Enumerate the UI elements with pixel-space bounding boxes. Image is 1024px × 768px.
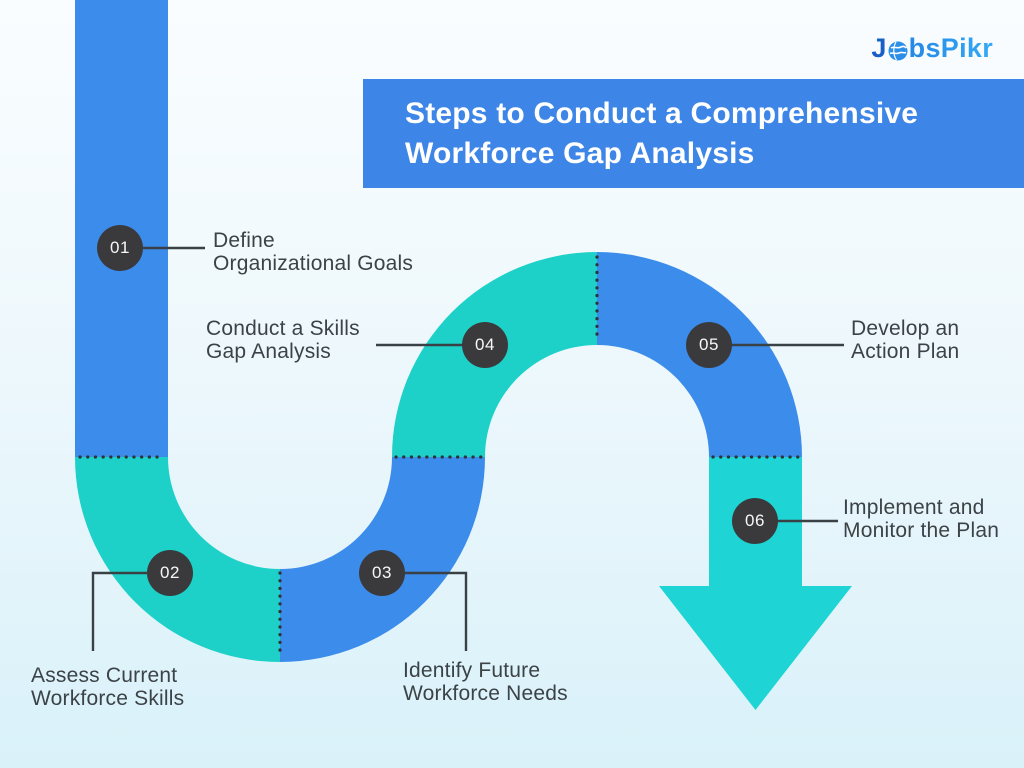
step-number: 06 xyxy=(745,511,765,530)
step-number: 02 xyxy=(160,563,180,582)
page-title-line2: Workforce Gap Analysis xyxy=(405,136,755,170)
step-badge-04: 04 xyxy=(462,322,508,368)
logo-text-prefix: J xyxy=(871,33,887,63)
step-badge-05: 05 xyxy=(686,322,732,368)
title-banner: Steps to Conduct a Comprehensive Workfor… xyxy=(363,79,1024,188)
step-number: 03 xyxy=(372,563,392,582)
step-label-line: Conduct a Skills xyxy=(206,317,360,340)
step-label-05: Develop an Action Plan xyxy=(851,317,959,363)
step-number: 01 xyxy=(110,238,130,257)
globe-icon xyxy=(888,41,908,60)
page-title: Steps to Conduct a Comprehensive Workfor… xyxy=(405,94,1024,174)
step-label-line: Assess Current xyxy=(31,664,178,687)
step-label-line: Monitor the Plan xyxy=(843,519,1000,542)
step-label-line: Gap Analysis xyxy=(206,340,331,363)
step-number: 04 xyxy=(475,335,495,354)
page-title-line1: Steps to Conduct a Comprehensive xyxy=(405,96,919,130)
step-label-line: Define xyxy=(213,229,275,252)
step-badge-01: 01 xyxy=(97,225,143,271)
step-label-03: Identify Future Workforce Needs xyxy=(403,659,568,705)
connector-line-02 xyxy=(91,571,147,651)
step-label-06: Implement and Monitor the Plan xyxy=(843,496,999,542)
logo-text-suffix: bsPikr xyxy=(908,33,993,63)
step-badge-06: 06 xyxy=(732,498,778,544)
step-label-line: Implement and xyxy=(843,496,985,519)
step-label-line: Action Plan xyxy=(851,340,960,363)
step-label-02: Assess Current Workforce Skills xyxy=(31,664,184,710)
step-badge-03: 03 xyxy=(359,550,405,596)
step-label-line: Develop an xyxy=(851,317,960,340)
step-number: 05 xyxy=(699,335,719,354)
step-label-01: Define Organizational Goals xyxy=(213,229,413,275)
step-label-04: Conduct a Skills Gap Analysis xyxy=(206,317,360,363)
logo: J bsPikr xyxy=(871,33,993,64)
step-badge-02: 02 xyxy=(147,550,193,596)
step-label-line: Workforce Skills xyxy=(31,687,185,710)
step-label-line: Workforce Needs xyxy=(403,682,568,705)
step-label-line: Organizational Goals xyxy=(213,252,414,275)
step-label-line: Identify Future xyxy=(403,659,541,682)
connector-line-03 xyxy=(405,571,468,651)
arrow-down-icon xyxy=(659,586,852,710)
